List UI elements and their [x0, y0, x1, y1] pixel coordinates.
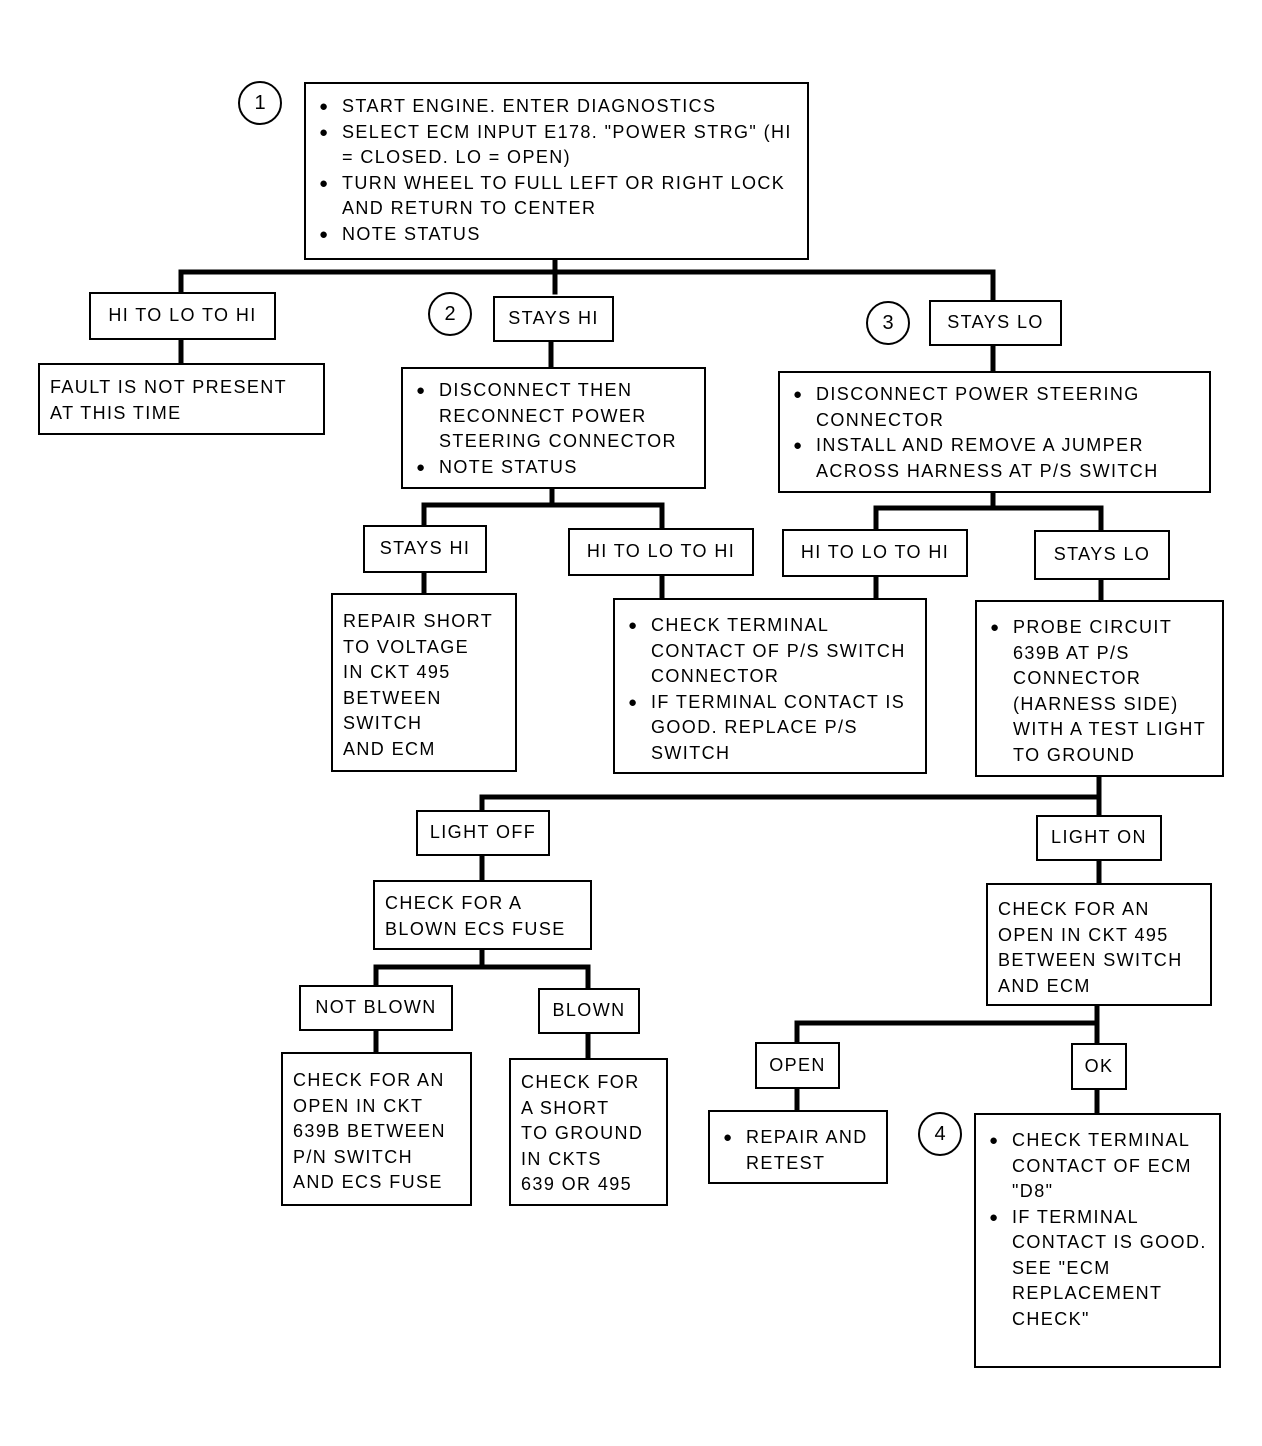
repair-retest-box: REPAIR AND RETEST: [708, 1110, 888, 1184]
check-blown-fuse-box: CHECK FOR A BLOWN ECS FUSE: [373, 880, 592, 950]
branch-blown: BLOWN: [538, 988, 640, 1034]
branch-open: OPEN: [755, 1042, 840, 1089]
check-terminal-ps-box: CHECK TERMINAL CONTACT OF P/S SWITCH CON…: [613, 598, 927, 774]
disconnect-jumper-step-2: INSTALL AND REMOVE A JUMPER ACROSS HARNE…: [792, 433, 1201, 484]
disconnect-reconnect-box: DISCONNECT THEN RECONNECT POWER STEERING…: [401, 367, 706, 489]
start-step-3: TURN WHEEL TO FULL LEFT OR RIGHT LOCK AN…: [318, 171, 797, 222]
branch-stays-hi-2: STAYS HI: [363, 525, 487, 573]
disconnect-jumper-step-1: DISCONNECT POWER STEERING CONNECTOR: [792, 382, 1201, 433]
step-3-circle: 3: [866, 301, 910, 345]
disconnect-reconnect-step-1: DISCONNECT THEN RECONNECT POWER STEERING…: [415, 378, 696, 455]
branch-ok: OK: [1071, 1043, 1127, 1090]
check-terminal-ps-step-1: CHECK TERMINAL CONTACT OF P/S SWITCH CON…: [627, 613, 917, 690]
disconnect-reconnect-step-2: NOTE STATUS: [415, 455, 696, 481]
check-terminal-ecm-box: CHECK TERMINAL CONTACT OF ECM "D8" IF TE…: [974, 1113, 1221, 1368]
branch-light-on: LIGHT ON: [1036, 815, 1162, 861]
step-2-circle: 2: [428, 292, 472, 336]
branch-stays-lo-2: STAYS LO: [1034, 530, 1170, 580]
check-terminal-ps-step-2: IF TERMINAL CONTACT IS GOOD. REPLACE P/S…: [627, 690, 917, 767]
repair-short-voltage-box: REPAIR SHORT TO VOLTAGE IN CKT 495 BETWE…: [331, 593, 517, 772]
branch-hi-to-lo-to-hi: HI TO LO TO HI: [89, 292, 276, 340]
check-terminal-ecm-step-2: IF TERMINAL CONTACT IS GOOD. SEE "ECM RE…: [988, 1205, 1211, 1333]
check-open-639b-box: CHECK FOR AN OPEN IN CKT 639B BETWEEN P/…: [281, 1052, 472, 1206]
start-step-4: NOTE STATUS: [318, 222, 797, 248]
check-open-495-box: CHECK FOR AN OPEN IN CKT 495 BETWEEN SWI…: [986, 883, 1212, 1006]
start-diagnostics-box: START ENGINE. ENTER DIAGNOSTICS SELECT E…: [304, 82, 809, 260]
repair-retest-step-1: REPAIR AND RETEST: [722, 1125, 880, 1176]
step-4-circle: 4: [918, 1112, 962, 1156]
fault-not-present-box: FAULT IS NOT PRESENT AT THIS TIME: [38, 363, 325, 435]
disconnect-jumper-box: DISCONNECT POWER STEERING CONNECTOR INST…: [778, 371, 1211, 493]
branch-not-blown: NOT BLOWN: [299, 985, 453, 1031]
check-terminal-ecm-step-1: CHECK TERMINAL CONTACT OF ECM "D8": [988, 1128, 1211, 1205]
branch-stays-lo: STAYS LO: [929, 300, 1062, 346]
branch-hi-to-lo-to-hi-3: HI TO LO TO HI: [782, 529, 968, 577]
probe-circuit-step-1: PROBE CIRCUIT 639B AT P/S CONNECTOR (HAR…: [989, 615, 1216, 768]
probe-circuit-box: PROBE CIRCUIT 639B AT P/S CONNECTOR (HAR…: [975, 600, 1224, 777]
branch-light-off: LIGHT OFF: [416, 810, 550, 856]
branch-hi-to-lo-to-hi-2: HI TO LO TO HI: [568, 528, 754, 576]
branch-stays-hi: STAYS HI: [493, 296, 614, 342]
check-short-ground-box: CHECK FOR A SHORT TO GROUND IN CKTS 639 …: [509, 1058, 668, 1206]
step-1-circle: 1: [238, 81, 282, 125]
start-step-2: SELECT ECM INPUT E178. "POWER STRG" (HI …: [318, 120, 797, 171]
start-step-1: START ENGINE. ENTER DIAGNOSTICS: [318, 94, 797, 120]
